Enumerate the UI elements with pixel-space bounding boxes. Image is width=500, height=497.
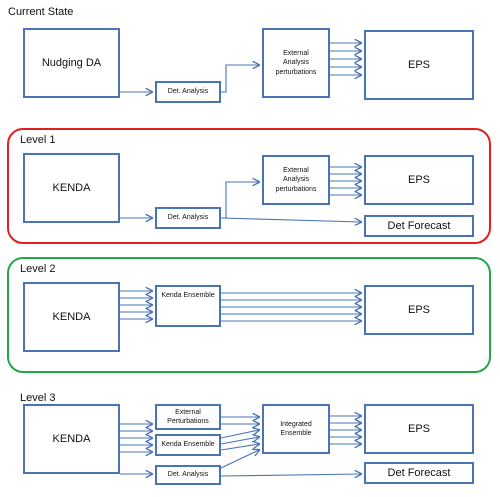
external-analysis-perturbations-box: External Analysis perturbations (262, 155, 330, 205)
det-analysis-box: Det. Analysis (155, 207, 221, 229)
arrow-det-to-integrated (220, 450, 259, 469)
level-3-heading: Level 3 (20, 392, 56, 404)
arrow-det-to-ext (221, 65, 259, 93)
det-forecast-box: Det Forecast (364, 215, 474, 237)
kenda-box: KENDA (23, 153, 120, 223)
det-forecast-box: Det Forecast (364, 462, 474, 484)
arrow-det-to-forecast (220, 474, 361, 476)
level-2-frame (7, 257, 491, 373)
arrow-ensemble-to-integrated-3 (220, 444, 259, 451)
current-state-heading: Current State (8, 6, 74, 18)
kenda-box: KENDA (23, 282, 120, 352)
eps-box: EPS (364, 285, 474, 335)
external-analysis-perturbations-box: External Analysis perturbations (262, 28, 330, 98)
arrow-ensemble-to-integrated-2 (220, 437, 259, 445)
eps-box: EPS (364, 404, 474, 454)
det-analysis-box: Det. Analysis (155, 81, 221, 103)
eps-box: EPS (364, 155, 474, 205)
kenda-box: KENDA (23, 404, 120, 474)
kenda-ensemble-box: Kenda Ensemble (155, 285, 221, 327)
external-perturbations-box: External Perturbations (155, 404, 221, 430)
arrow-ensemble-to-integrated-1 (220, 430, 259, 439)
kenda-ensemble-box: Kenda Ensemble (155, 434, 221, 456)
nudging-da-box: Nudging DA (23, 28, 120, 98)
det-analysis-box: Det. Analysis (155, 465, 221, 485)
integrated-ensemble-box: Integrated Ensemble (262, 404, 330, 454)
eps-box: EPS (364, 30, 474, 100)
level-1-heading: Level 1 (20, 134, 56, 146)
level-1-frame (7, 128, 491, 244)
level-2-heading: Level 2 (20, 263, 56, 275)
